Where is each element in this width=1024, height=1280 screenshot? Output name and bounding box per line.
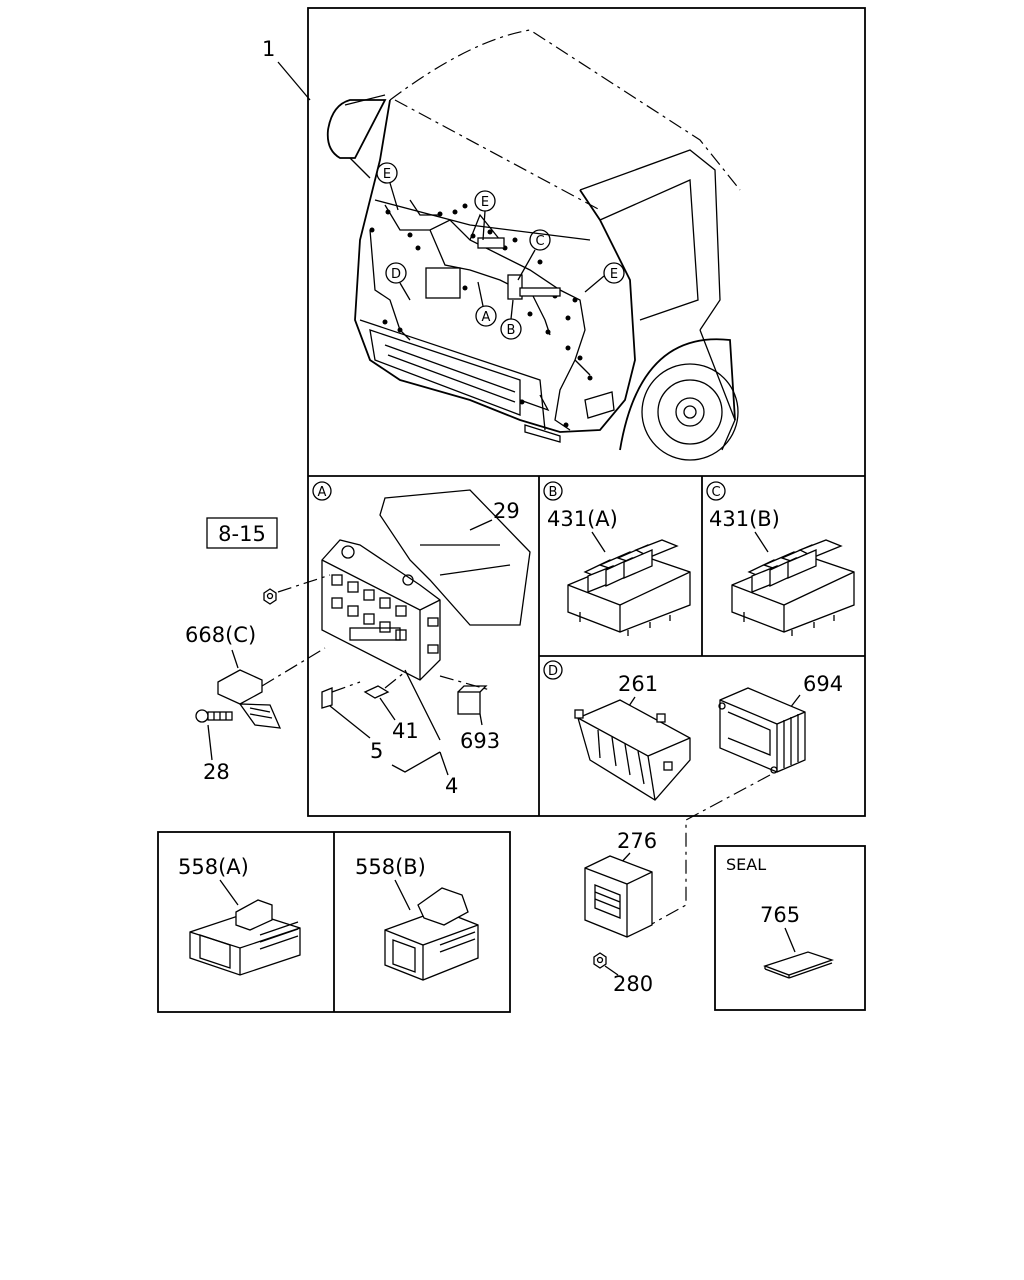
panel-c-marker: C xyxy=(706,481,726,501)
callout-clip: 5 xyxy=(370,739,383,763)
callout-bolt: 28 xyxy=(203,760,230,784)
callout-ecu: 276 xyxy=(617,829,657,853)
truck-cab-illustration xyxy=(277,29,741,461)
callout-fuse-block: 4 xyxy=(445,774,458,798)
panel-b-marker: B xyxy=(543,481,563,501)
svg-text:C: C xyxy=(535,234,544,249)
relay-b-illustration xyxy=(731,539,855,636)
clip-part-5 xyxy=(321,681,371,739)
svg-text:D: D xyxy=(548,664,558,679)
nut-part-280 xyxy=(593,952,619,976)
svg-text:E: E xyxy=(481,195,489,210)
callout-relay-a: 431(A) xyxy=(547,507,618,531)
marker-c-cab: C xyxy=(529,229,551,251)
cover-part-29 xyxy=(379,489,531,626)
callout-relay-b: 431(B) xyxy=(709,507,780,531)
seal-frame xyxy=(714,845,866,1011)
callout-conn-b: 558(B) xyxy=(355,855,426,879)
tray-part-261 xyxy=(574,699,691,801)
nut-ref xyxy=(263,574,331,605)
callout-ecu-cover: 694 xyxy=(803,672,843,696)
callout-bracket: 668(C) xyxy=(185,623,256,647)
marker-e-2: E xyxy=(474,190,496,212)
main-frame xyxy=(307,7,866,817)
callout-nut: 280 xyxy=(613,972,653,996)
panel-d-marker: D xyxy=(543,660,563,680)
marker-d-cab: D xyxy=(385,262,407,284)
bolt-part-28 xyxy=(195,709,233,761)
svg-text:A: A xyxy=(318,485,327,500)
callout-relay-small: 41 xyxy=(392,719,419,743)
ecu-cover-part-694 xyxy=(718,687,806,774)
relay-part-41 xyxy=(363,671,406,721)
relay-a-illustration xyxy=(567,539,691,636)
callout-cover: 29 xyxy=(493,499,520,523)
svg-text:A: A xyxy=(482,310,491,325)
svg-text:E: E xyxy=(610,267,618,282)
callout-conn-a: 558(A) xyxy=(178,855,249,879)
callout-harness: 1 xyxy=(262,37,275,61)
svg-text:B: B xyxy=(507,323,516,338)
marker-e-1: E xyxy=(376,162,398,184)
ref-page-box: 8-15 xyxy=(206,517,278,549)
marker-e-3: E xyxy=(603,262,625,284)
marker-a-cab: A xyxy=(475,305,497,327)
cab-markers: E E E C D A B xyxy=(376,162,625,340)
marker-b-cab: B xyxy=(500,318,522,340)
svg-text:D: D xyxy=(391,267,401,282)
connector-a-illustration xyxy=(189,899,301,976)
seal-part-765 xyxy=(763,951,835,979)
relay-block-part-693 xyxy=(439,675,491,726)
svg-text:C: C xyxy=(711,485,720,500)
fuse-block-part-4 xyxy=(321,539,441,741)
svg-text:E: E xyxy=(383,167,391,182)
svg-text:B: B xyxy=(549,485,558,500)
connector-frame xyxy=(157,831,511,1013)
panel-a-marker: A xyxy=(312,481,332,501)
bracket-part-668 xyxy=(217,647,326,729)
connector-b-illustration xyxy=(384,887,479,981)
callout-relay-block: 693 xyxy=(460,729,500,753)
callout-seal-part: 765 xyxy=(760,903,800,927)
svg-text:8-15: 8-15 xyxy=(218,522,266,546)
ecu-part-276 xyxy=(584,855,653,938)
bracket-41-5-4 xyxy=(391,751,441,773)
callout-tray: 261 xyxy=(618,672,658,696)
seal-heading: SEAL xyxy=(726,855,766,874)
